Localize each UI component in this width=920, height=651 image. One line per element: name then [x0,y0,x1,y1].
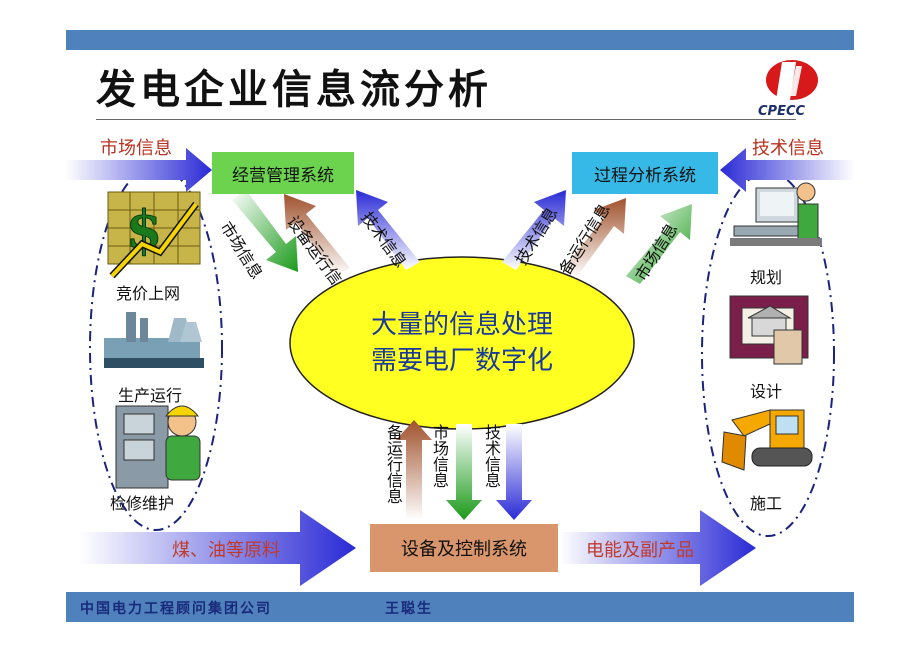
right-item-construction: 施工 [750,494,783,513]
output-label: 电能及副产品 [586,540,694,561]
bottom-arrow-brown [396,420,432,520]
footer-organization: 中国电力工程顾问集团公司 [80,601,272,617]
equipment-control-system: 设备及控制系统 [370,524,558,572]
bottom-arrow-label-tech: 技术信息 [482,424,501,488]
page-title: 发电企业信息流分析 [96,66,492,113]
computer-user-icon [730,182,822,246]
business-management-system: 经营管理系统 [212,152,354,194]
right-arrow-brown [562,198,626,278]
bottom-arrow-blue [496,424,532,520]
bottom-arrow-label-market: 市场信息 [430,424,449,488]
left-item-bidding: 竞价上网 [116,284,181,303]
left-arrow-green [232,190,298,272]
title-divider [96,119,796,120]
process-analysis-system: 过程分析系统 [572,152,718,194]
left-item-maintenance: 检修维护 [110,494,175,513]
excavator-icon [721,409,813,471]
output-arrow [560,510,756,586]
footer-bar [66,592,854,622]
right-item-planning: 规划 [750,268,783,287]
planning-desk-icon [729,295,809,365]
left-input-arrow [66,148,212,192]
right-tech-info-label: 技术信息 [752,138,824,159]
cpecc-logo-icon [766,60,818,100]
dollar-chart-icon: $ [107,191,201,279]
maintenance-worker-icon [115,405,201,489]
left-item-production: 生产运行 [118,386,183,405]
logo-text: CPECC [758,104,806,119]
left-market-info-label: 市场信息 [100,138,172,159]
left-arrow-blue [356,190,420,270]
right-item-design: 设计 [750,382,783,401]
center-line-1: 大量的信息处理 [370,310,553,340]
center-text: 大量的信息处理 需要电厂数字化 [290,258,634,428]
footer-author: 王聪生 [385,601,433,617]
power-plant-icon [104,312,204,368]
bottom-arrow-label-equipment: 备运行信息 [384,424,403,504]
top-bar [66,30,854,50]
right-arrow-green [626,204,692,284]
raw-material-label: 煤、油等原料 [172,540,280,561]
right-arrow-blue [502,190,566,270]
right-input-arrow [720,148,854,192]
center-line-2: 需要电厂数字化 [370,346,553,376]
bottom-arrow-green [446,424,482,520]
left-arrow-brown [284,194,350,276]
raw-material-arrow [80,510,356,586]
